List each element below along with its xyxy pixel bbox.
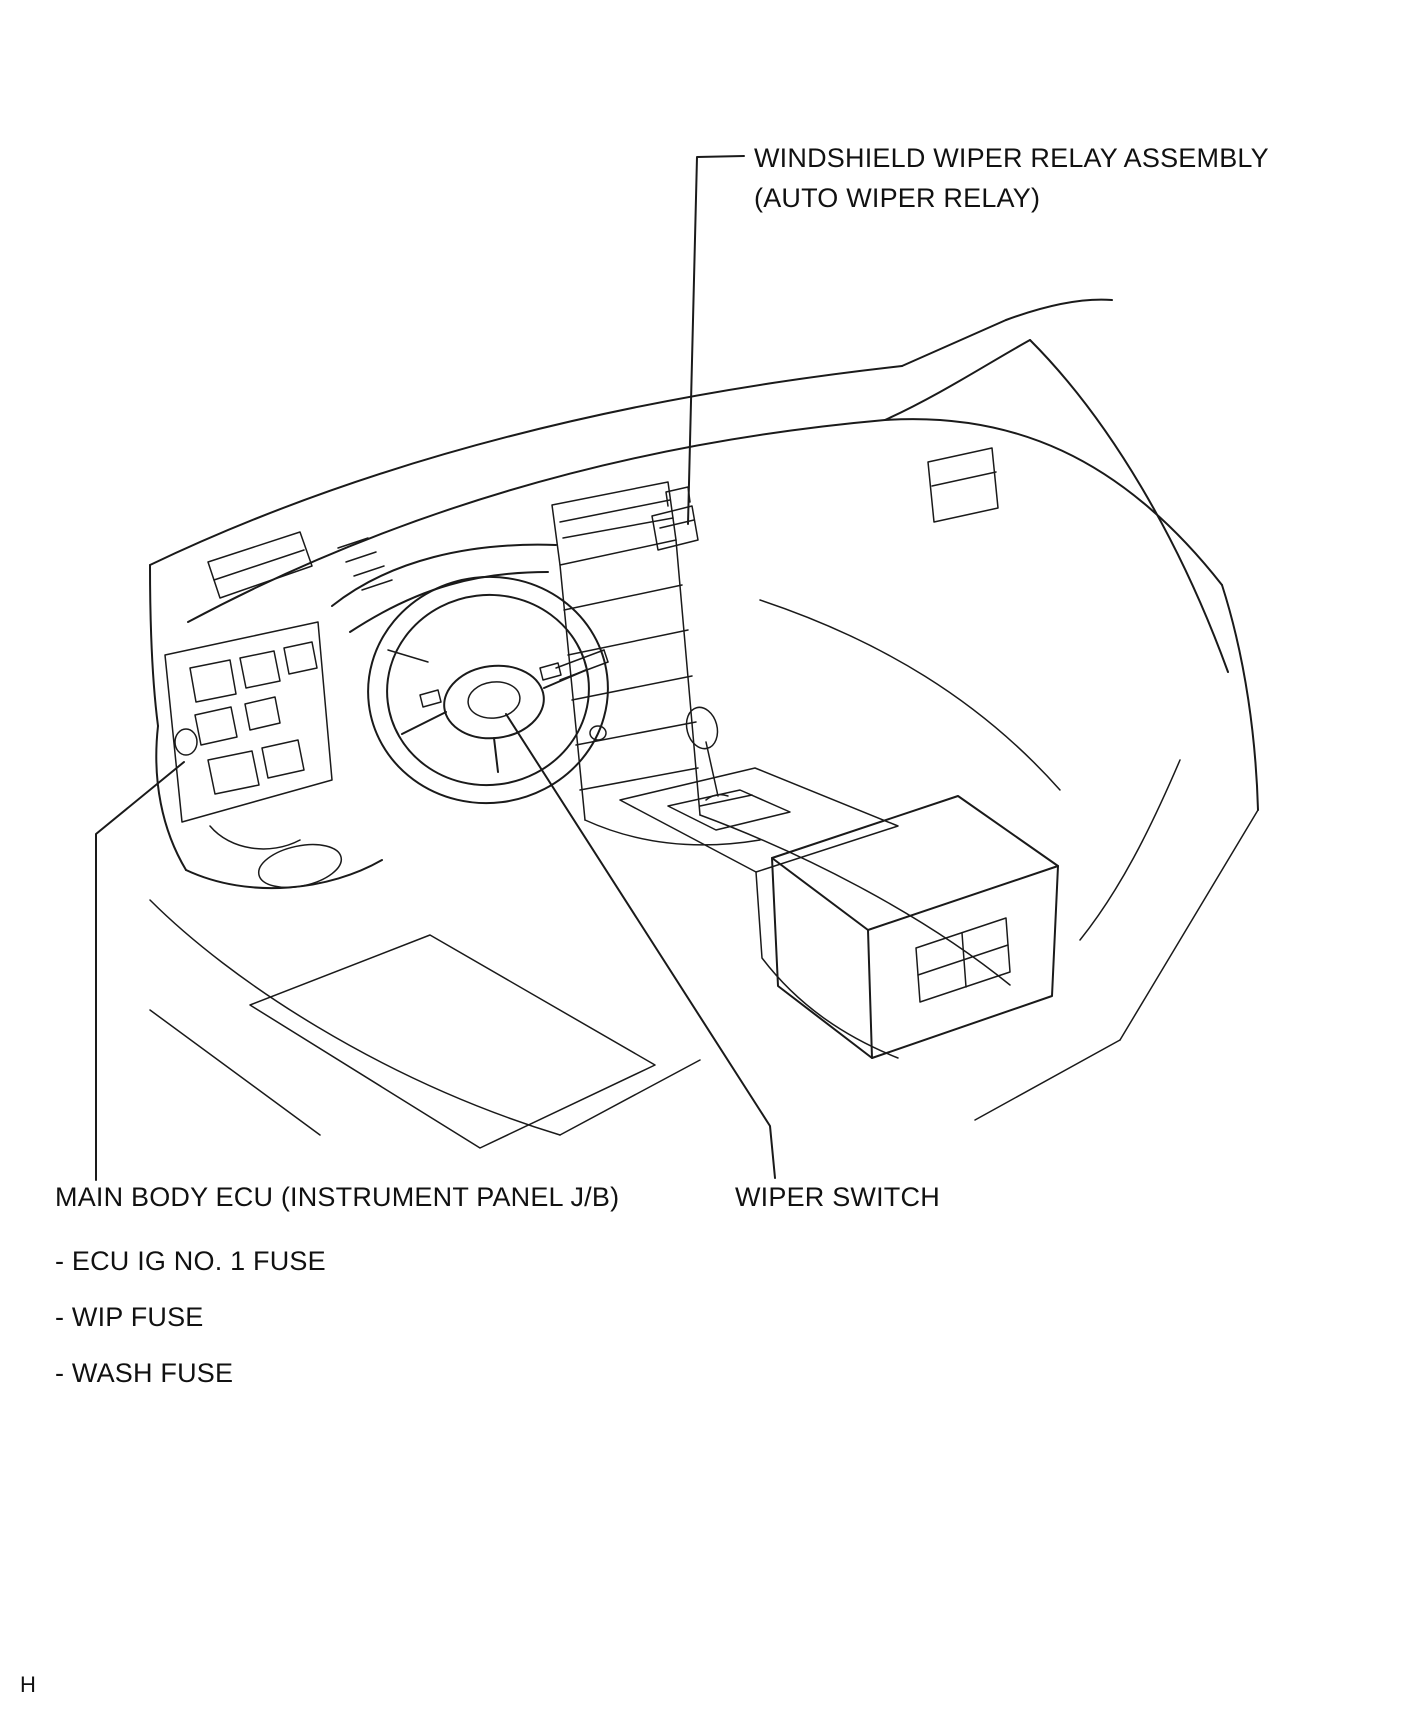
page-footer-letter: H <box>20 1672 36 1697</box>
instrument-hood <box>331 543 557 633</box>
wiper-switch-stalk <box>387 649 609 681</box>
wiper-switch-label: WIPER SWITCH <box>735 1182 940 1212</box>
wiper-switch-leader-line <box>505 713 776 1179</box>
fuse-item-wip: - WIP FUSE <box>55 1302 204 1332</box>
right-dash-door <box>699 447 1259 1121</box>
left-dash-vents <box>207 531 393 599</box>
fuse-box <box>164 621 333 850</box>
dashboard-outline <box>149 298 1259 811</box>
leader-lines <box>95 155 776 1181</box>
wiper-relay-label-line2: (AUTO WIPER RELAY) <box>754 183 1041 213</box>
lower-dash <box>155 725 383 890</box>
fuse-item-wash: - WASH FUSE <box>55 1358 234 1388</box>
wiper-relay-label-line1: WINDSHIELD WIPER RELAY ASSEMBLY <box>754 143 1269 173</box>
relay-leader-line <box>687 155 745 525</box>
ecu-leader-line <box>95 761 185 1181</box>
floor-lines <box>149 843 701 1149</box>
armrest-console <box>771 795 1059 1059</box>
center-console <box>584 706 899 1059</box>
wiper-relay-label: WINDSHIELD WIPER RELAY ASSEMBLY (AUTO WI… <box>754 138 1269 218</box>
center-stack <box>551 481 701 821</box>
fuse-item-ecu-ig: - ECU IG NO. 1 FUSE <box>55 1246 326 1276</box>
rear-vent <box>915 917 1011 1003</box>
main-body-ecu-label: MAIN BODY ECU (INSTRUMENT PANEL J/B) <box>55 1182 620 1212</box>
